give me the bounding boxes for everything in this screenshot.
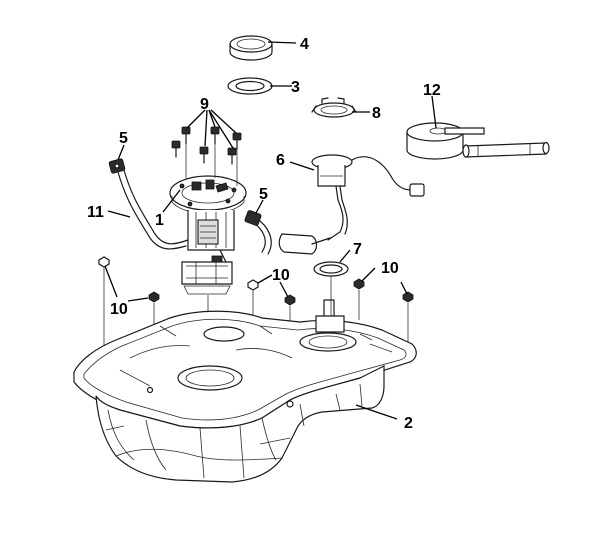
part-fuel-tank <box>73 299 417 483</box>
callout-1: 1 <box>155 212 164 229</box>
callout-10-right: 10 <box>381 260 399 277</box>
part-fuel-pump <box>169 175 247 295</box>
callout-12: 12 <box>423 82 441 99</box>
part-lock-ring <box>229 35 273 61</box>
part-o-ring <box>313 261 349 277</box>
callout-5-left: 5 <box>119 130 128 147</box>
callout-10-middle: 10 <box>272 267 290 284</box>
callout-4: 4 <box>300 36 309 53</box>
callout-6: 6 <box>276 152 285 169</box>
part-retainer-ring <box>311 97 357 118</box>
part-hose-clamp-left <box>108 158 126 174</box>
callout-3: 3 <box>291 79 300 96</box>
leader-lines <box>104 41 437 420</box>
part-nuts <box>98 256 414 306</box>
part-level-sender <box>278 154 425 255</box>
callout-7: 7 <box>353 241 362 258</box>
callout-10-left: 10 <box>110 301 128 318</box>
callout-8: 8 <box>372 105 381 122</box>
callout-2: 2 <box>404 415 413 432</box>
callout-5-right: 5 <box>259 186 268 203</box>
callout-9: 9 <box>200 96 209 113</box>
part-gasket <box>227 77 273 95</box>
callout-labels: 1 2 3 4 5 5 6 7 8 9 10 10 10 11 12 <box>87 36 441 432</box>
part-bolts <box>171 126 242 165</box>
part-hose-clamp-right <box>244 210 262 226</box>
callout-11: 11 <box>87 204 104 221</box>
part-canister <box>406 122 550 160</box>
